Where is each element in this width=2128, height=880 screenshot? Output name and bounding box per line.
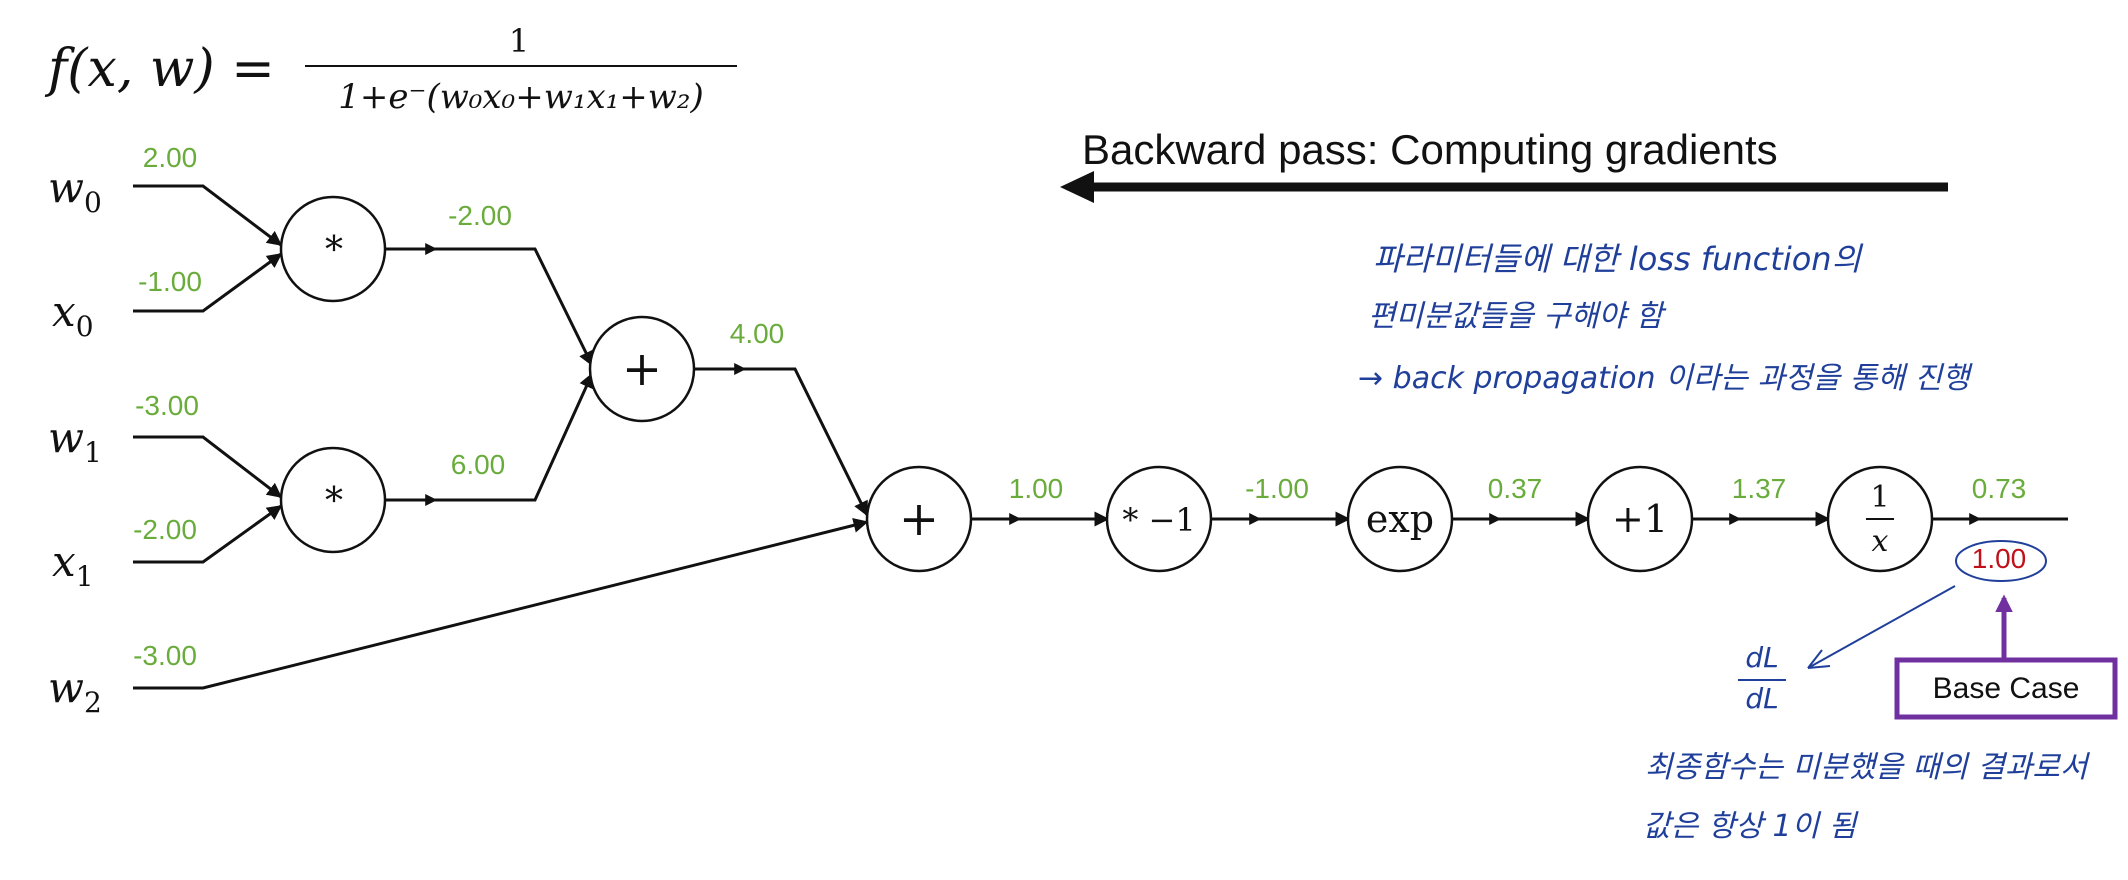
- node-add-1: +: [865, 465, 973, 573]
- gradient-circle: [1955, 540, 2047, 582]
- value-recip-out: 0.73: [1972, 473, 2027, 504]
- node-add-1-label: +: [899, 491, 939, 547]
- node-multiply-0-label: *: [325, 230, 343, 271]
- input-label-w0: w0: [48, 163, 102, 219]
- node-multiply-1: *: [279, 446, 387, 554]
- handwriting-line2: 편미분값들을 구해야 함: [1368, 299, 1666, 334]
- handwriting-line1: 파라미터들에 대한 loss function의: [1373, 240, 1864, 278]
- node-multiply-0: *: [279, 195, 387, 303]
- node-reciprocal-numerator: 1: [1870, 480, 1889, 515]
- edge-add0-add1: [745, 367, 869, 517]
- formula: f(x, w) = 1 1+e⁻(w₀x₀+w₁x₁+w₂): [44, 22, 737, 117]
- handwriting-note1: 최종함수는 미분했을 때의 결과로서: [1645, 750, 2091, 785]
- gradient-value: 1.00: [1972, 543, 2027, 574]
- edge-mul0-add0: [436, 247, 594, 367]
- edge-x1-mul1: [133, 504, 283, 564]
- node-exp: exp: [1346, 465, 1454, 573]
- value-add0-out: 4.00: [730, 318, 785, 349]
- handwritten-note-top: 파라미터들에 대한 loss function의 편미분값들을 구해야 함 → …: [1358, 240, 1973, 396]
- node-plus-one-label: +1: [1612, 497, 1668, 541]
- base-case-box: [1894, 657, 2118, 720]
- value-plus1-out: 1.37: [1732, 473, 1787, 504]
- value-w1: -3.00: [135, 390, 199, 421]
- handwriting-line3: → back propagation 이라는 과정을 통해 진행: [1358, 361, 1973, 396]
- edge-w0-mul0: [133, 184, 283, 247]
- edge-w2-add1: [133, 517, 869, 690]
- node-reciprocal-denominator: x: [1872, 524, 1889, 559]
- node-negate-label: * −1: [1122, 501, 1195, 539]
- handwriting-note2: 값은 항상 1이 됨: [1643, 809, 1859, 844]
- derivative-numerator: dL: [1745, 641, 1778, 674]
- derivative-denominator: dL: [1745, 682, 1778, 715]
- input-label-x1: x1: [52, 537, 94, 593]
- backward-arrowhead: [1060, 171, 1094, 203]
- node-add-0-label: +: [622, 341, 662, 397]
- node-multiply-1-label: *: [325, 481, 343, 522]
- edge-mul1-add0: [436, 372, 594, 502]
- node-exp-label: exp: [1366, 497, 1434, 541]
- backward-pass-title: Backward pass: Computing gradients: [1082, 126, 1778, 173]
- value-w2: -3.00: [133, 640, 197, 671]
- value-add1-out: 1.00: [1009, 473, 1064, 504]
- handwritten-pointer-line: [1807, 585, 1956, 669]
- formula-denominator: 1+e⁻(w₀x₀+w₁x₁+w₂): [338, 77, 704, 117]
- value-x0: -1.00: [138, 266, 202, 297]
- node-reciprocal: 1 x: [1826, 465, 1934, 573]
- value-exp-out: 0.37: [1488, 473, 1543, 504]
- value-mul1-out: 6.00: [451, 449, 506, 480]
- value-neg-out: -1.00: [1245, 473, 1309, 504]
- input-label-x0: x0: [52, 287, 94, 343]
- handwritten-pointer-head: [1807, 649, 1831, 669]
- edge-w1-mul1: [133, 435, 283, 499]
- formula-numerator: 1: [509, 22, 529, 60]
- input-label-w2: w2: [48, 663, 102, 719]
- value-w0: 2.00: [143, 142, 198, 173]
- node-plus-one: +1: [1586, 465, 1694, 573]
- edge-x0-mul0: [133, 252, 283, 313]
- node-add-0: +: [588, 315, 696, 423]
- value-mul0-out: -2.00: [448, 200, 512, 231]
- base-case-label: Base Case: [1933, 672, 2080, 705]
- formula-lhs: f(x, w) =: [44, 39, 275, 99]
- input-label-w1: w1: [48, 413, 102, 469]
- value-x1: -2.00: [133, 514, 197, 545]
- node-negate: * −1: [1105, 465, 1213, 573]
